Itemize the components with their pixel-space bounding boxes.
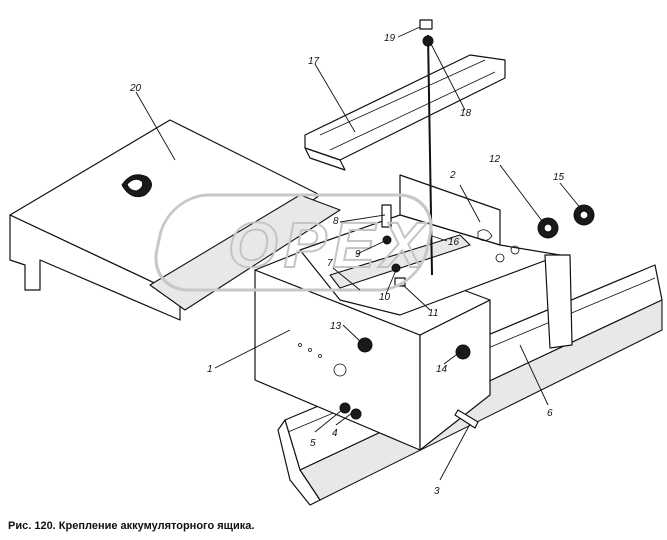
cover [9,119,341,321]
callout-9: 9 [355,249,361,260]
callout-13: 13 [330,321,342,332]
callout-15: 15 [553,172,565,183]
figure-caption: Рис. 120. Крепление аккумуляторного ящик… [8,520,255,532]
clamp-plate [304,54,506,171]
callout-20: 20 [129,83,142,94]
callout-18: 18 [460,108,472,119]
callout-19: 19 [384,33,396,44]
callout-16: 16 [448,237,460,248]
callout-labels: 1 2 3 4 5 6 7 8 9 10 11 12 13 14 15 16 1… [129,33,565,497]
callout-5: 5 [310,438,316,449]
callout-1: 1 [207,364,213,375]
leader-lines [135,26,583,481]
callout-14: 14 [436,364,448,375]
callout-4: 4 [332,428,338,439]
technical-drawing: OPEX 1 2 3 4 5 6 7 8 9 10 11 12 [9,19,663,506]
watermark: OPEX [154,193,433,292]
callout-7: 7 [327,258,333,269]
callout-2: 2 [449,170,456,181]
callout-8: 8 [333,216,339,227]
callout-12: 12 [489,154,501,165]
callout-17: 17 [308,56,320,67]
watermark-text: OPEX [228,209,430,281]
callout-10: 10 [379,292,391,303]
callout-6: 6 [547,408,553,419]
callout-11: 11 [428,308,438,319]
callout-3: 3 [434,486,440,497]
